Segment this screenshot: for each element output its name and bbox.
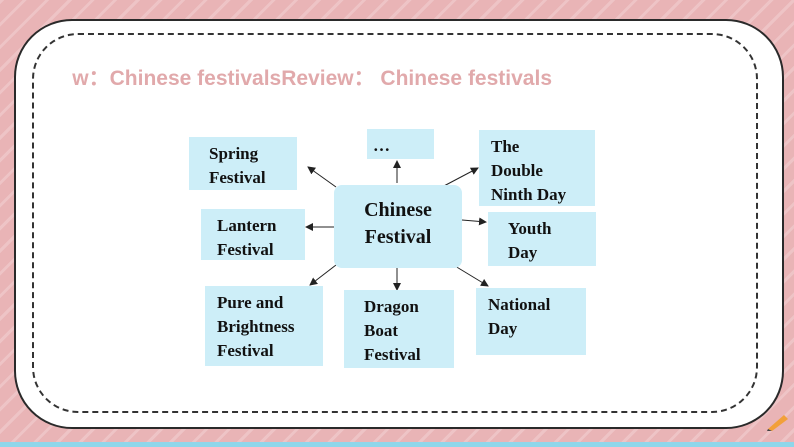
node-dragon-boat-festival: Dragon Boat Festival	[344, 290, 454, 368]
title-area: w：Chinese festivalsReview： Chinese festi…	[0, 62, 600, 96]
arrow-to-double	[441, 167, 479, 188]
bottom-strip	[0, 442, 794, 447]
slide-title: w：Chinese festivalsReview： Chinese festi…	[72, 67, 552, 90]
arrow-to-pure	[309, 264, 337, 286]
arrow-to-national	[454, 265, 489, 287]
node-national-day: National Day	[476, 288, 586, 355]
arrow-to-spring	[307, 166, 337, 188]
arrow-to-youth	[461, 217, 487, 226]
pencil-icon	[767, 415, 788, 431]
node-ellipsis: …	[367, 129, 434, 159]
node-spring-festival: Spring Festival	[189, 137, 297, 190]
node-lantern-festival: Lantern Festival	[201, 209, 305, 260]
center-node: Chinese Festival	[334, 185, 462, 268]
node-pure-brightness-festival: Pure and Brightness Festival	[205, 286, 323, 366]
node-youth-day: Youth Day	[488, 212, 596, 266]
node-double-ninth-day: The Double Ninth Day	[479, 130, 595, 206]
dashed-frame	[32, 33, 758, 413]
